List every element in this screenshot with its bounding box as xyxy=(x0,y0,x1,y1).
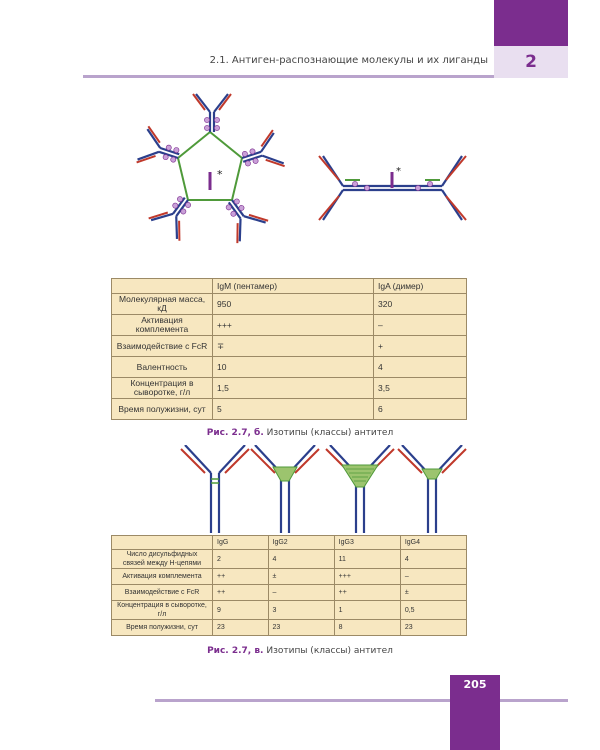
header-cell: IgG3 xyxy=(333,535,401,550)
iga-dimer-diagram: * xyxy=(318,155,467,221)
table-row: Взаимодействие с FcR ∓ + xyxy=(111,335,467,357)
header-cell: IgM (пентамер) xyxy=(212,278,374,294)
row-label: Активация комплемента xyxy=(111,568,213,585)
asterisk-label: * xyxy=(396,166,401,177)
igm-pentamer-diagram: * xyxy=(135,92,286,245)
igg-subclass-table: IgG IgG2 IgG3 IgG4 Число дисульфидных св… xyxy=(111,535,468,636)
table-cell: ++ xyxy=(212,568,269,585)
igg-subclasses-diagram xyxy=(179,445,468,533)
table-cell: ± xyxy=(267,568,335,585)
page-number-tab xyxy=(450,675,500,750)
table-cell: 4 xyxy=(267,549,335,569)
row-label: Концентрация в сыворотке, г/л xyxy=(111,377,213,399)
footer-rule xyxy=(500,699,568,702)
page-number: 205 xyxy=(463,678,487,691)
table-row: Концентрация в сыворотке, г/л 1,5 3,5 xyxy=(111,377,467,399)
table-row: Число дисульфидных связей между Н-цепями… xyxy=(111,549,468,569)
header-rule xyxy=(83,75,494,78)
header-cell: IgA (димер) xyxy=(373,278,467,294)
table-cell: ∓ xyxy=(212,335,374,357)
igm-iga-table: IgM (пентамер) IgA (димер) Молекулярная … xyxy=(111,278,467,420)
row-label: Активация комплемента xyxy=(111,314,213,336)
table-cell: 11 xyxy=(333,549,401,569)
table-row: Время полужизни, сут 5 6 xyxy=(111,398,467,420)
table-header-row: IgM (пентамер) IgA (димер) xyxy=(111,278,467,294)
table-cell: 3,5 xyxy=(373,377,467,399)
table-cell: 4 xyxy=(373,356,467,378)
table-cell: 5 xyxy=(212,398,374,420)
row-label: Концентрация в сыворотке, г/л xyxy=(111,600,213,620)
table-header-row: IgG IgG2 IgG3 IgG4 xyxy=(111,535,468,550)
header-cell xyxy=(111,535,213,550)
asterisk-label: * xyxy=(217,168,223,181)
table-cell: 2 xyxy=(212,549,269,569)
table-cell: 9 xyxy=(212,600,269,620)
table-cell: ++ xyxy=(212,584,269,601)
table-cell: – xyxy=(399,568,468,585)
table-cell: ++ xyxy=(333,584,401,601)
table-row: Время полужизни, сут 23 23 8 23 xyxy=(111,619,468,636)
table-cell: 23 xyxy=(399,619,468,636)
row-label: Молекулярная масса, кД xyxy=(111,293,213,315)
table-cell: 6 xyxy=(373,398,467,420)
row-label: Взаимодействие с FcR xyxy=(111,584,213,601)
table-row: Активация комплемента +++ – xyxy=(111,314,467,336)
table-cell: 8 xyxy=(333,619,401,636)
row-label: Валентность xyxy=(111,356,213,378)
table-cell: 23 xyxy=(267,619,335,636)
table-cell: 10 xyxy=(212,356,374,378)
table-cell: 1,5 xyxy=(212,377,374,399)
row-label: Взаимодействие с FcR xyxy=(111,335,213,357)
table-cell: 950 xyxy=(212,293,374,315)
footer-rule xyxy=(155,699,450,702)
figure-b-caption: Рис. 2.7, б. Изотипы (классы) антител xyxy=(0,428,600,438)
header-cell: IgG4 xyxy=(399,535,468,550)
table-cell: 4 xyxy=(399,549,468,569)
caption-text: Изотипы (классы) антител xyxy=(266,646,393,656)
header-cell xyxy=(111,278,213,294)
table-row: Взаимодействие с FcR ++ – ++ ± xyxy=(111,584,468,601)
table-cell: – xyxy=(373,314,467,336)
table-cell: + xyxy=(373,335,467,357)
figure-v-caption: Рис. 2.7, в. Изотипы (классы) антител xyxy=(0,646,600,656)
table-cell: ± xyxy=(399,584,468,601)
caption-label: Рис. 2.7, в. xyxy=(207,646,264,656)
table-cell: +++ xyxy=(212,314,374,336)
table-row: Концентрация в сыворотке, г/л 9 3 1 0,5 xyxy=(111,600,468,620)
table-cell: 23 xyxy=(212,619,269,636)
table-cell: – xyxy=(267,584,335,601)
header-cell: IgG2 xyxy=(267,535,335,550)
caption-label: Рис. 2.7, б. xyxy=(206,428,264,438)
table-cell: +++ xyxy=(333,568,401,585)
chapter-number: 2 xyxy=(494,46,568,78)
running-title: 2.1. Антиген-распознающие молекулы и их … xyxy=(209,55,488,66)
table-cell: 1 xyxy=(333,600,401,620)
table-row: Активация комплемента ++ ± +++ – xyxy=(111,568,468,585)
table-cell: 3 xyxy=(267,600,335,620)
table-row: Валентность 10 4 xyxy=(111,356,467,378)
caption-text: Изотипы (классы) антител xyxy=(266,428,394,438)
row-label: Время полужизни, сут xyxy=(111,398,213,420)
table-cell: 320 xyxy=(373,293,467,315)
row-label: Число дисульфидных связей между Н-цепями xyxy=(111,549,213,569)
row-label: Время полужизни, сут xyxy=(111,619,213,636)
table-row: Молекулярная масса, кД 950 320 xyxy=(111,293,467,315)
header-cell: IgG xyxy=(212,535,269,550)
table-cell: 0,5 xyxy=(399,600,468,620)
